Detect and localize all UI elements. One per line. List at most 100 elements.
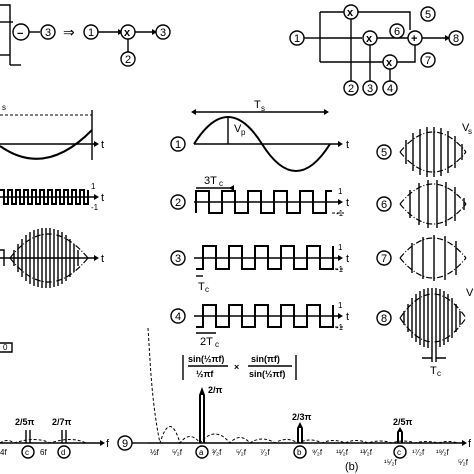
tick-8: ¹⁵⁄₂f [384, 458, 397, 467]
tick-6: ¹¹⁄₂f [336, 448, 349, 457]
left-box-label: 0 [3, 343, 8, 352]
tick-4: ⁷⁄₂f [260, 448, 270, 457]
square-wave-3 [196, 245, 334, 270]
peak-b-label: 2/3π [292, 412, 312, 422]
right-node-8 [376, 310, 392, 326]
left-sine [0, 129, 93, 160]
formula-right-num: sin(πf) [251, 354, 280, 364]
tick-7: ¹³⁄₂f [360, 448, 373, 457]
left-ts-label: s [2, 103, 6, 112]
tr-node-8 [448, 30, 464, 46]
tr-mult-mid-sign: x [366, 33, 373, 45]
tc-right-label: T [430, 365, 437, 377]
tr-node-5-label: 5 [425, 9, 431, 21]
multiply-sign: x [124, 27, 131, 39]
vs-label-2: V [466, 287, 474, 299]
minus-sign: − [17, 28, 23, 40]
left-t1: t [101, 139, 104, 151]
tick-3: ⁵⁄₂f [236, 448, 247, 457]
square-wave-4 [196, 304, 334, 328]
tr-node-7 [420, 52, 436, 68]
formula-times: × [234, 362, 239, 372]
left-t2: t [101, 192, 104, 204]
tc-label: T [198, 281, 205, 293]
node-2-circle [120, 51, 136, 67]
label-b-circle [293, 445, 307, 459]
spectrum-plot: 9 f sin(½πf) ½πf × sin(πf) sin(½πf) 2/π … [117, 327, 472, 473]
tc-sub: c [205, 285, 209, 294]
middle-column: T s 1 t V p 3T c 2 t 1 -1 3 t 1 -1 [170, 99, 349, 349]
tr-plus-sign: + [411, 33, 417, 45]
node-3-circle [40, 24, 56, 40]
mid-sine [193, 116, 331, 172]
top-right-block: 1 x x x + 8 5 6 7 2 3 4 [289, 4, 464, 96]
mid-one-3: 1 [338, 243, 343, 252]
tick-5: ⁹⁄₂f [312, 448, 323, 457]
right-node-6-label: 6 [381, 199, 387, 211]
f-axis-label: f [468, 438, 472, 450]
tick-1: ⁵⁄₂f [172, 448, 183, 457]
tr-mult-top-sign: x [347, 7, 354, 19]
node-3-label: 3 [45, 27, 51, 39]
right-node-6 [376, 196, 392, 212]
left-peak-c: 2/5π [15, 417, 35, 427]
left-one: 1 [91, 182, 96, 191]
tr-node-8-label: 8 [453, 33, 459, 45]
mid-node-4-label: 4 [175, 311, 181, 323]
right-column: 5 V s 6 7 8 V T c [376, 122, 474, 378]
mid-minus-one-4: -1 [336, 323, 344, 332]
label-b: b [297, 448, 302, 457]
top-left-block: − 3 ⇒ 1 x 3 2 [0, 4, 171, 67]
left-peak-d: 2/7π [52, 417, 72, 427]
tick-11: ⁵⁄₂f [458, 458, 469, 467]
tc2-sub: c [215, 340, 219, 349]
left-am-bars [13, 228, 79, 288]
right-node-7 [376, 250, 392, 266]
figure-caption: (b) [345, 461, 358, 473]
left-f-axis: f [106, 438, 110, 450]
tick-10: ¹⁹⁄₂f [436, 448, 450, 457]
left-square [0, 189, 89, 205]
tc3-sub: c [219, 179, 223, 188]
vp-sub: p [241, 128, 246, 137]
vs-label: V [462, 122, 470, 134]
formula-right-den: sin(½πf) [249, 369, 285, 379]
label-a: a [199, 448, 204, 457]
label-c-circle [393, 445, 407, 459]
sinc-envelope [147, 327, 459, 445]
vs-sub: s [468, 127, 472, 136]
left-t3: t [101, 253, 104, 265]
frequency-ticks: ½f ⁵⁄₂f ³⁄₂f ⁵⁄₂f ⁷⁄₂f ⁹⁄₂f ¹¹⁄₂f ¹³⁄₂f … [150, 448, 469, 467]
mid-node-4 [170, 308, 186, 324]
tc3-label: 3T [204, 175, 217, 187]
square-wave-2 [195, 190, 332, 214]
mid-one-4: 1 [338, 301, 343, 310]
tc2-label: 2T [200, 336, 213, 348]
left-label-c-circle [21, 445, 35, 459]
mid-t4: t [346, 311, 349, 323]
right-node-5-label: 5 [381, 147, 387, 159]
mid-node-3 [170, 250, 186, 266]
left-label-d-circle [57, 445, 71, 459]
right-node-8-label: 8 [381, 313, 387, 325]
left-label-d: d [61, 448, 65, 457]
node-2-label: 2 [125, 54, 131, 66]
mid-minus-one-3: -1 [336, 265, 344, 274]
mid-node-1 [170, 136, 186, 152]
vp-label: V [234, 123, 242, 135]
node-9-label: 9 [122, 438, 128, 450]
tr-node-1-label: 1 [294, 33, 300, 45]
mid-one-2: 1 [338, 187, 343, 196]
ts-sub: s [261, 104, 265, 113]
left-6fc: 6f [40, 448, 47, 457]
tr-node-6 [389, 23, 405, 39]
left-column: s t t 1 -1 t 0 f 2/5π 2/7π c d [0, 103, 110, 459]
peak-c-label: 2/5π [393, 417, 413, 427]
tr-node-4-label: 4 [387, 83, 393, 95]
tr-node-2 [343, 80, 359, 96]
tick-9: ¹⁷⁄₂f [412, 448, 425, 457]
tr-node-4 [382, 80, 398, 96]
node-3b-circle [155, 24, 171, 40]
left-4fc: 4f [0, 448, 7, 457]
